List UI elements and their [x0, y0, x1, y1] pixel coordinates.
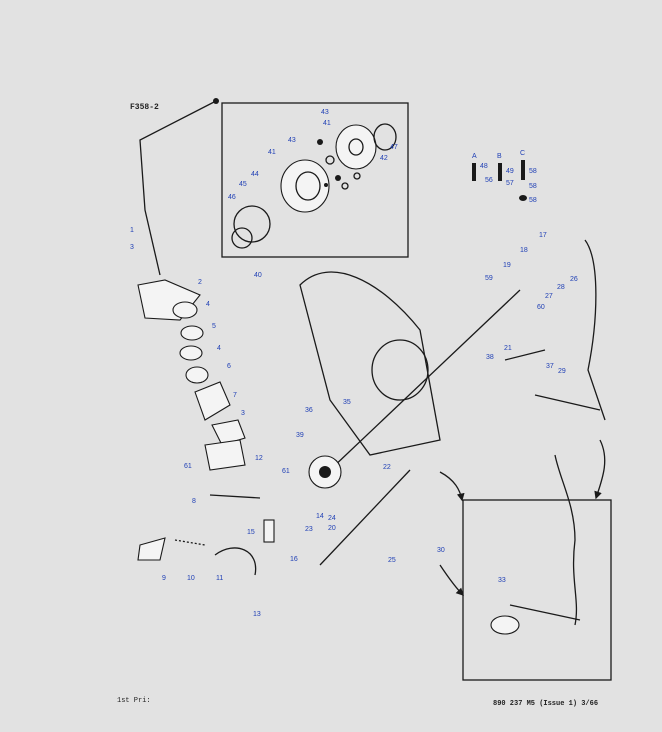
footer-right: 890 237 M5 (Issue 1) 3/66	[493, 700, 599, 708]
callout-16: 16	[290, 556, 298, 563]
callout-21: 21	[504, 345, 512, 352]
callout-39: 39	[296, 432, 304, 439]
shift-rod-upper	[329, 289, 521, 471]
callout-60: 60	[537, 304, 545, 311]
callout-9: 9	[162, 575, 166, 582]
callout-10: 10	[187, 575, 195, 582]
callout-46: 46	[228, 194, 236, 201]
callout-56: 56	[485, 177, 493, 184]
callout-41: 41	[268, 149, 276, 156]
callout-15: 15	[247, 529, 255, 536]
callout-59: 59	[485, 275, 493, 282]
callout-6: 6	[227, 363, 231, 370]
callout-2: 2	[198, 279, 202, 286]
left-parts-stack	[137, 279, 246, 471]
pedal-lever	[584, 239, 606, 421]
shift-rod-lower	[319, 469, 411, 566]
callout-4: 4	[217, 345, 221, 352]
callout-30: 30	[437, 547, 445, 554]
callout-20: 20	[328, 525, 336, 532]
callout-35: 35	[343, 399, 351, 406]
callout-8: 8	[192, 498, 196, 505]
callout-4: 4	[206, 301, 210, 308]
callout-13: 13	[253, 611, 261, 618]
callout-58: 58	[529, 168, 537, 175]
figure-ref: F358-2	[130, 103, 159, 112]
callout-38: 38	[486, 354, 494, 361]
callout-47: 47	[390, 144, 398, 151]
inset-box-top	[221, 102, 409, 258]
callout-7: 7	[233, 392, 237, 399]
callout-3: 3	[241, 410, 245, 417]
callout-58: 58	[529, 183, 537, 190]
clutch-release-bearing-exploded	[231, 123, 397, 249]
callout-40: 40	[254, 272, 262, 279]
callout-42: 42	[380, 155, 388, 162]
callout-33: 33	[498, 577, 506, 584]
callout-18: 18	[520, 247, 528, 254]
callout-27: 27	[545, 293, 553, 300]
callout-17: 17	[539, 232, 547, 239]
inset-box-bottom	[462, 499, 612, 681]
callout-36: 36	[305, 407, 313, 414]
callout-58: 58	[529, 197, 537, 204]
letter-b: B	[497, 153, 502, 160]
callout-22: 22	[383, 464, 391, 471]
footer-left: 1st Pri:	[117, 697, 151, 705]
callout-19: 19	[503, 262, 511, 269]
gearbox-housing	[299, 271, 441, 456]
callout-43: 43	[288, 137, 296, 144]
callout-45: 45	[239, 181, 247, 188]
callout-23: 23	[305, 526, 313, 533]
callout-41: 41	[323, 120, 331, 127]
letter-c: C	[520, 150, 525, 157]
callout-29: 29	[558, 368, 566, 375]
callout-44: 44	[251, 171, 259, 178]
callout-1: 1	[130, 227, 134, 234]
bolts-abc	[472, 160, 527, 201]
callout-12: 12	[255, 455, 263, 462]
gear-lever	[139, 100, 217, 276]
callout-3: 3	[130, 244, 134, 251]
callout-48: 48	[480, 163, 488, 170]
callout-11: 11	[216, 575, 223, 582]
callout-25: 25	[388, 557, 396, 564]
callout-24: 24	[328, 515, 336, 522]
callout-57: 57	[506, 180, 514, 187]
callout-14: 14	[316, 513, 324, 520]
callout-49: 49	[506, 168, 514, 175]
callout-5: 5	[212, 323, 216, 330]
callout-26: 26	[570, 276, 578, 283]
callout-61: 61	[282, 468, 290, 475]
callout-43: 43	[321, 109, 329, 116]
letter-a: A	[472, 153, 477, 160]
callout-37: 37	[546, 363, 554, 370]
callout-28: 28	[557, 284, 565, 291]
callout-61: 61	[184, 463, 192, 470]
